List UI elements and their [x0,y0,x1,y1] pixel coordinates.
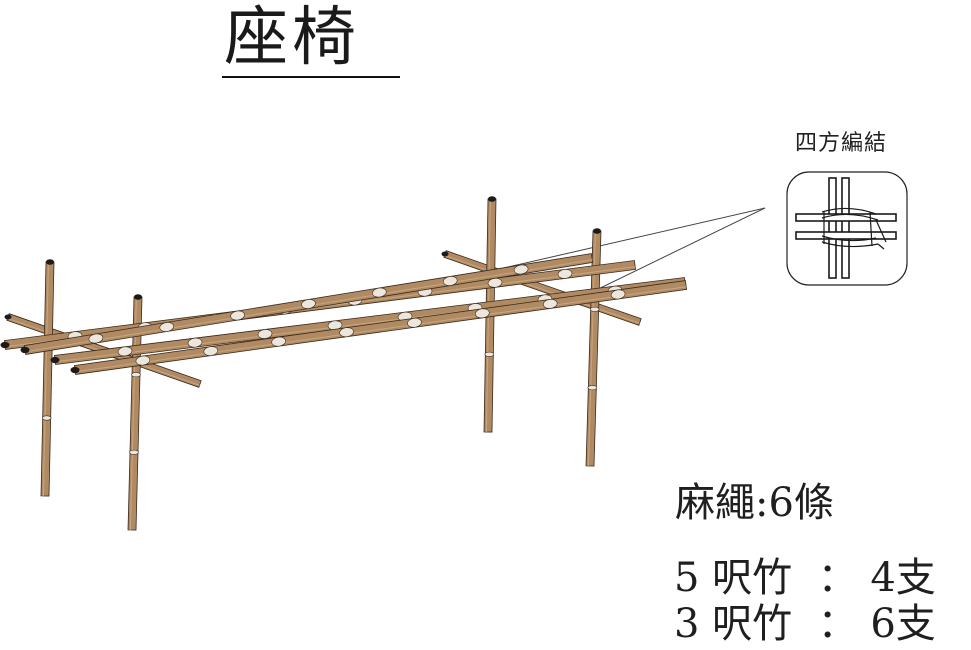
bamboo-spec-5ft: 5 呎竹 ： 4支 [674,556,936,600]
page-title: 座椅 [224,1,360,75]
spec-separator: ： [817,601,858,647]
bamboo-length-3ft: 3 呎竹 [674,601,793,647]
bamboo-count-5ft: 4支 [870,555,936,601]
leg-front-left [40,259,55,497]
lashing-detail-label: 四方編結 [795,131,888,156]
seat-bar-2 [20,253,594,355]
bamboo-count-3ft: 6支 [870,601,936,647]
rope-count: 麻繩:6條 [675,480,834,526]
bamboo-spec-3ft: 3 呎竹 ： 6支 [674,602,936,646]
title-underline [222,76,400,78]
bamboo-frame [0,196,688,531]
leg-back-right [585,228,602,467]
bamboo-length-5ft: 5 呎竹 [674,555,793,601]
square-lashing-detail [786,171,908,286]
seat-bar-4 [70,280,688,375]
spec-separator: ： [817,555,858,601]
callout-lines [494,207,766,294]
